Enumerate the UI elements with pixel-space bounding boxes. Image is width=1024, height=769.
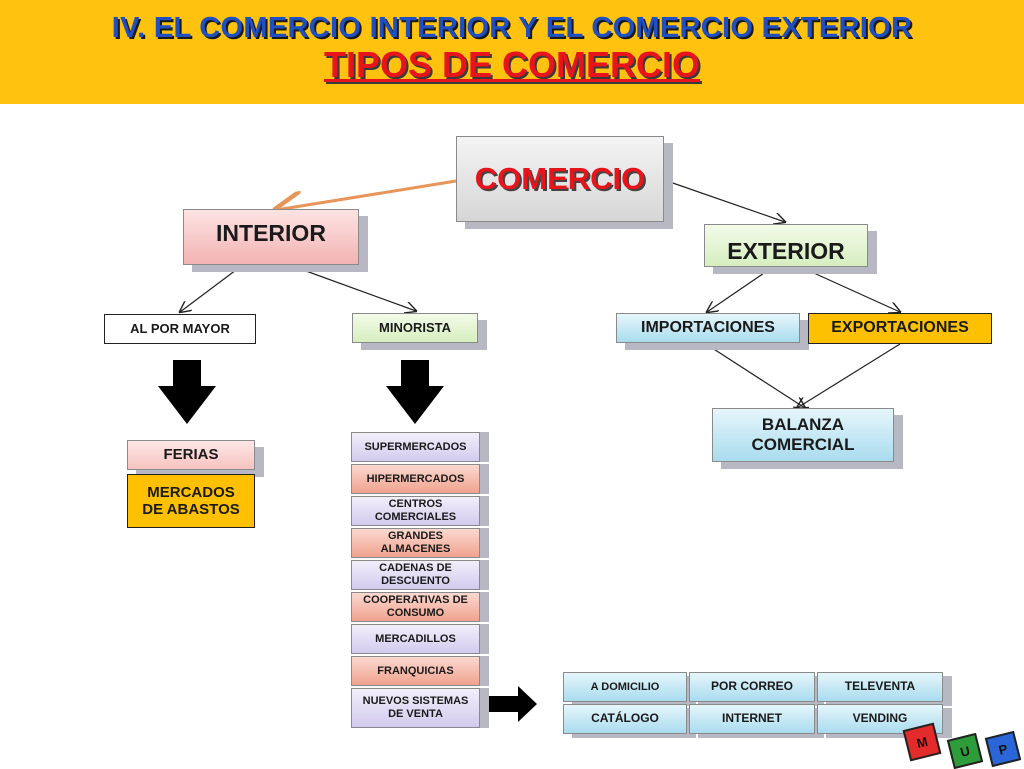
nuevo-sistema-label: VENDING (852, 711, 908, 726)
arrow-comercio-exterior (666, 180, 785, 222)
minorista-item: HIPERMERCADOS (351, 464, 480, 494)
comercio-node: COMERCIO (456, 136, 664, 222)
minorista-item-label: GRANDES ALMACENES (380, 530, 451, 555)
minorista-item: GRANDES ALMACENES (351, 528, 480, 558)
exportaciones-label: EXPORTACIONES (831, 319, 969, 337)
nuevo-sistema-item: INTERNET (689, 704, 815, 734)
slide-title: IV. EL COMERCIO INTERIOR Y EL COMERCIO E… (111, 12, 913, 44)
minorista-item-label: NUEVOS SISTEMAS DE VENTA (362, 695, 469, 720)
minorista-item-label: MERCADILLOS (375, 632, 456, 645)
arrow-interior-mayor (180, 266, 241, 312)
minorista-item-label: CENTROS COMERCIALES (374, 498, 457, 523)
logo-cube-p: P (984, 730, 1022, 768)
al-por-mayor-node: AL POR MAYOR (104, 314, 256, 344)
minorista-item: MERCADILLOS (351, 624, 480, 654)
minorista-item: COOPERATIVAS DE CONSUMO (351, 592, 480, 622)
minorista-item: NUEVOS SISTEMAS DE VENTA (351, 688, 480, 728)
nuevo-sistema-item: TELEVENTA (817, 672, 943, 702)
ferias-node: FERIAS (127, 440, 255, 470)
balanza-label: BALANZA COMERCIAL (751, 415, 855, 454)
minorista-node: MINORISTA (352, 313, 478, 343)
logo-letter: P (996, 740, 1010, 758)
nuevo-sistema-item: A DOMICILIO (563, 672, 687, 702)
minorista-item-label: SUPERMERCADOS (364, 440, 467, 453)
slide-subtitle: TIPOS DE COMERCIO (323, 44, 701, 85)
interior-label: INTERIOR (216, 220, 326, 246)
minorista-item-label: FRANQUICIAS (377, 664, 454, 677)
exterior-node: EXTERIOR (704, 224, 868, 267)
arrow-export-balanza (797, 343, 901, 408)
arrow-interior-minorista (294, 266, 416, 311)
header-bar: IV. EL COMERCIO INTERIOR Y EL COMERCIO E… (0, 0, 1024, 104)
minorista-item: CADENAS DE DESCUENTO (351, 560, 480, 590)
exportaciones-node: EXPORTACIONES (808, 313, 992, 344)
down-arrow-mayor (158, 360, 216, 424)
nuevo-sistema-label: POR CORREO (710, 679, 793, 694)
minorista-item: FRANQUICIAS (351, 656, 480, 686)
minorista-item-label: COOPERATIVAS DE CONSUMO (363, 594, 468, 619)
ferias-label: FERIAS (163, 446, 219, 464)
al-por-mayor-label: AL POR MAYOR (130, 320, 230, 336)
minorista-item: CENTROS COMERCIALES (351, 496, 480, 526)
minorista-item-label: CADENAS DE DESCUENTO (379, 562, 452, 587)
arrow-exterior-export (804, 268, 900, 312)
minorista-item-label: HIPERMERCADOS (366, 472, 465, 485)
arrow-exterior-import (707, 268, 771, 312)
arrow-import-balanza (705, 343, 805, 408)
minorista-label: MINORISTA (379, 319, 451, 335)
logo-cube-u: U (946, 732, 984, 769)
logo-letter: M (914, 733, 930, 751)
nuevo-sistema-item: CATÁLOGO (563, 704, 687, 734)
nuevo-sistema-label: TELEVENTA (844, 679, 916, 694)
nuevo-sistema-label: INTERNET (722, 711, 782, 726)
mercados-label: MERCADOS DE ABASTOS (142, 483, 240, 518)
comercio-label: COMERCIO (474, 161, 646, 197)
interior-node: INTERIOR (183, 209, 359, 265)
mercados-node: MERCADOS DE ABASTOS (127, 474, 255, 528)
nuevo-sistema-label: CATÁLOGO (591, 711, 659, 726)
minorista-item: SUPERMERCADOS (351, 432, 480, 462)
balanza-node: BALANZA COMERCIAL (712, 408, 894, 462)
down-arrow-minorista (386, 360, 444, 424)
nuevo-sistema-item: POR CORREO (689, 672, 815, 702)
exterior-label: EXTERIOR (727, 237, 845, 264)
right-arrow-nuevos (488, 686, 537, 722)
importaciones-label: IMPORTACIONES (641, 318, 775, 336)
nuevo-sistema-label: A DOMICILIO (590, 680, 660, 693)
logo-letter: U (958, 742, 972, 760)
arrow-comercio-interior (276, 179, 457, 210)
importaciones-node: IMPORTACIONES (616, 313, 800, 343)
